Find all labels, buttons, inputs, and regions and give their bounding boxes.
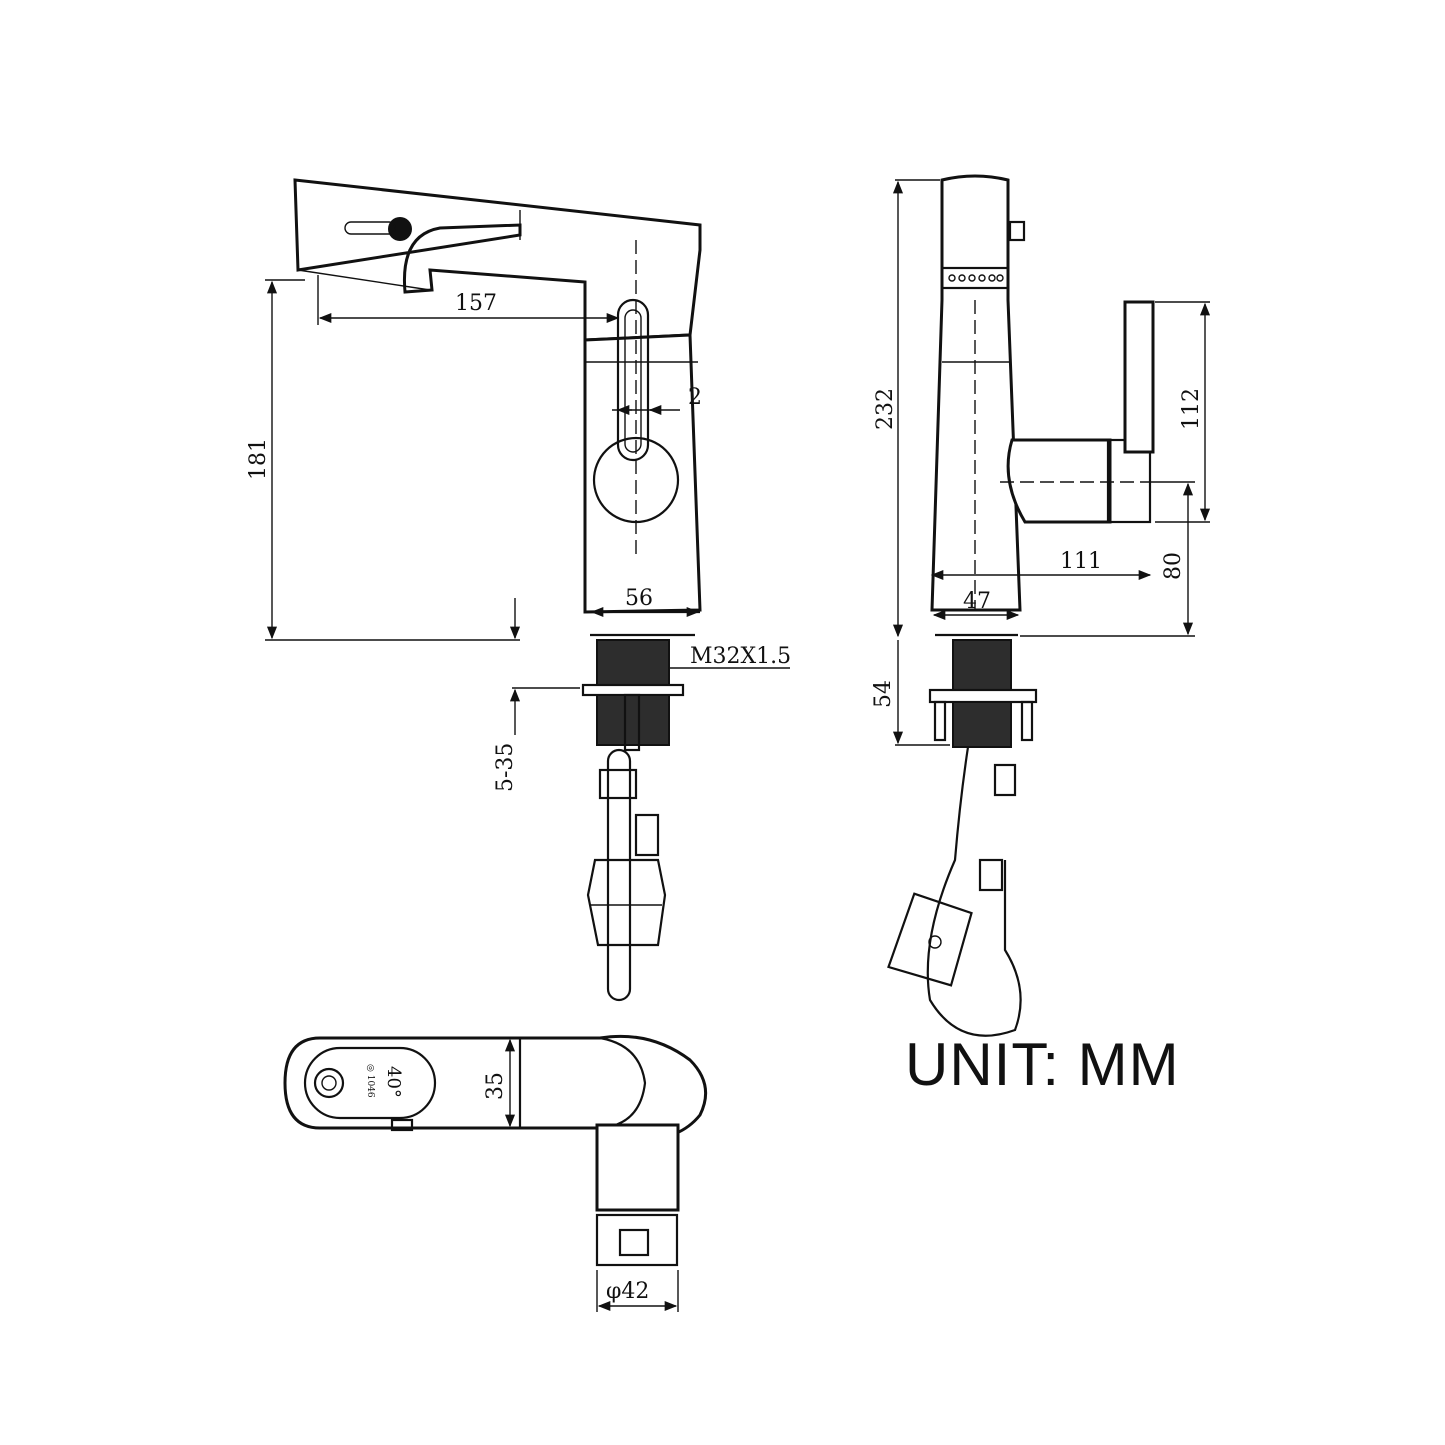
side-dimensions: 232 112 111 80 47 54	[871, 179, 1211, 746]
dim-top-width: 35	[483, 1072, 508, 1100]
side-lever	[1123, 300, 1155, 454]
top-side-button	[390, 1118, 414, 1132]
dim-base-width-front: 56	[625, 586, 653, 611]
pullout-button-icon	[388, 217, 412, 241]
aerator-ring	[940, 266, 1010, 290]
display-temperature: 40°	[383, 1066, 404, 1098]
side-mount-plate	[928, 688, 1038, 704]
front-hose	[606, 748, 632, 1002]
dim-handle-reach: 111	[1060, 549, 1102, 574]
side-view	[887, 174, 1155, 1037]
side-button	[1008, 220, 1026, 242]
top-end-cap	[595, 1213, 679, 1267]
display-panel	[303, 1046, 437, 1120]
front-shank-thread	[596, 639, 670, 686]
top-arm	[595, 1123, 680, 1212]
lever-slot	[616, 298, 650, 462]
side-handle-arm	[1006, 438, 1112, 524]
top-button-icon	[313, 1067, 345, 1099]
dim-total-height-left: 181	[246, 438, 271, 480]
display-small-text: ◎ 1046	[365, 1064, 375, 1098]
dim-thread: M32X1.5	[690, 644, 791, 669]
front-spout-head	[293, 178, 702, 342]
unit-label: UNIT: MM	[905, 1031, 1180, 1098]
front-dimensions: 157 2 181 56 M32X1.5 5-35	[246, 275, 791, 792]
front-body	[583, 333, 702, 614]
side-shank-thread	[952, 639, 1012, 691]
dim-base-diameter: φ42	[606, 1279, 649, 1304]
aerator-holes	[948, 274, 1004, 282]
dim-handle-axis-height: 80	[1161, 552, 1186, 580]
top-dimensions: 35 φ42	[483, 1038, 679, 1312]
dim-shank-length: 54	[871, 680, 896, 708]
dim-base-width-side: 47	[963, 589, 991, 614]
dim-deck-thickness: 5-35	[493, 743, 518, 792]
side-body	[930, 174, 1022, 612]
front-spray-head	[586, 858, 667, 947]
dim-slot-width: 2	[688, 385, 702, 410]
front-mount-plate	[581, 683, 685, 697]
side-hose	[926, 746, 1022, 1037]
front-view	[293, 178, 702, 1002]
dim-handle-height: 112	[1179, 388, 1204, 430]
top-view: 40° ◎ 1046	[283, 1034, 708, 1267]
dim-total-height-side: 232	[873, 388, 898, 430]
dim-spout-reach: 157	[455, 291, 497, 316]
side-spray-head	[887, 892, 973, 987]
